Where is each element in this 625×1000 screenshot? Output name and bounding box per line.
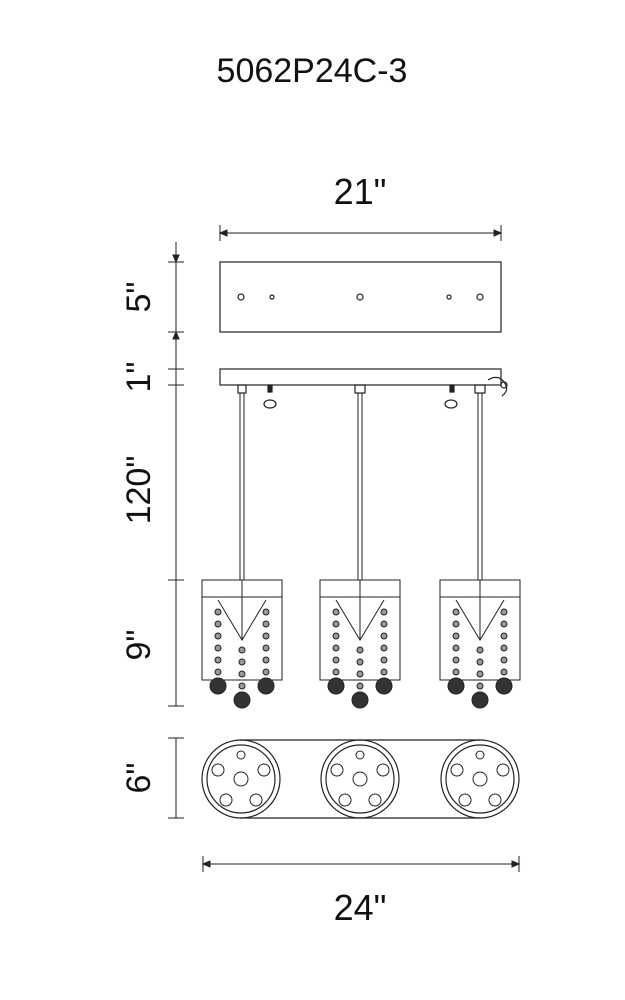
pendant-center	[319, 579, 401, 709]
canopy-height-label: 5"	[120, 282, 158, 313]
vertical-dimension-line	[168, 242, 184, 819]
pendant-height-label: 9"	[120, 630, 158, 661]
bar-height-label: 1"	[120, 362, 158, 393]
suspension-cords	[239, 393, 483, 580]
canopy-width-dimension	[218, 225, 503, 241]
cord-length-label: 120"	[120, 456, 158, 525]
canopy-width-label: 21"	[334, 171, 387, 212]
pendant-right	[439, 579, 521, 709]
total-width-label: 24"	[334, 887, 387, 928]
mounting-bar	[219, 368, 508, 409]
base-view	[201, 739, 520, 819]
model-title: 5062P24C-3	[217, 52, 408, 90]
total-width-dimension	[201, 856, 521, 872]
pendant-left	[201, 579, 283, 709]
canopy-plate	[219, 261, 502, 333]
base-depth-label: 6"	[120, 763, 158, 794]
